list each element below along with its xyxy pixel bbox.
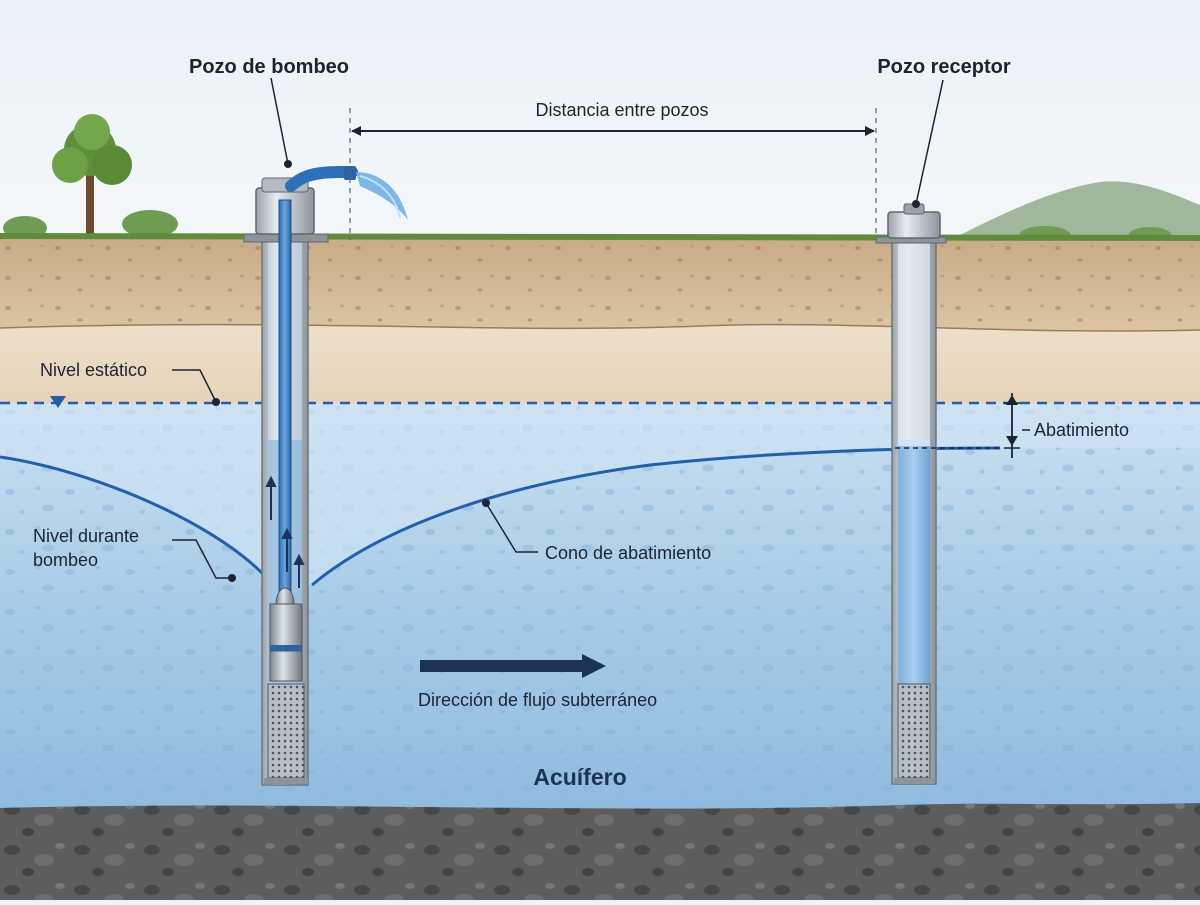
water-table-triangle-icon xyxy=(50,396,66,408)
observation-well-screen xyxy=(897,683,931,779)
pumping-level-label-line2: bombeo xyxy=(33,550,98,570)
distance-label: Distancia entre pozos xyxy=(535,100,708,120)
cone-label: Cono de abatimiento xyxy=(545,543,711,563)
sand-layer xyxy=(0,324,1200,404)
observation-well-label: Pozo receptor xyxy=(877,56,1011,78)
upflow-arrows xyxy=(265,475,305,588)
drawdown-label: Abatimiento xyxy=(1034,420,1129,440)
pumping-level-label-line1: Nivel durante xyxy=(33,526,139,546)
aquifer-label: Acuífero xyxy=(533,764,626,790)
pumping-well xyxy=(243,166,408,786)
pumping-well-label: Pozo de bombeo xyxy=(189,56,349,78)
well-screen xyxy=(267,683,305,779)
tree xyxy=(52,114,132,235)
flow-direction-arrow xyxy=(420,654,606,678)
water-discharge xyxy=(356,172,408,220)
sky xyxy=(0,0,1200,245)
grass-line xyxy=(0,233,1200,241)
submersible-pump xyxy=(269,603,303,653)
observation-well xyxy=(875,203,947,785)
static-level-label: Nivel estático xyxy=(40,360,147,380)
flow-direction-label: Dirección de flujo subterráneo xyxy=(418,690,657,710)
